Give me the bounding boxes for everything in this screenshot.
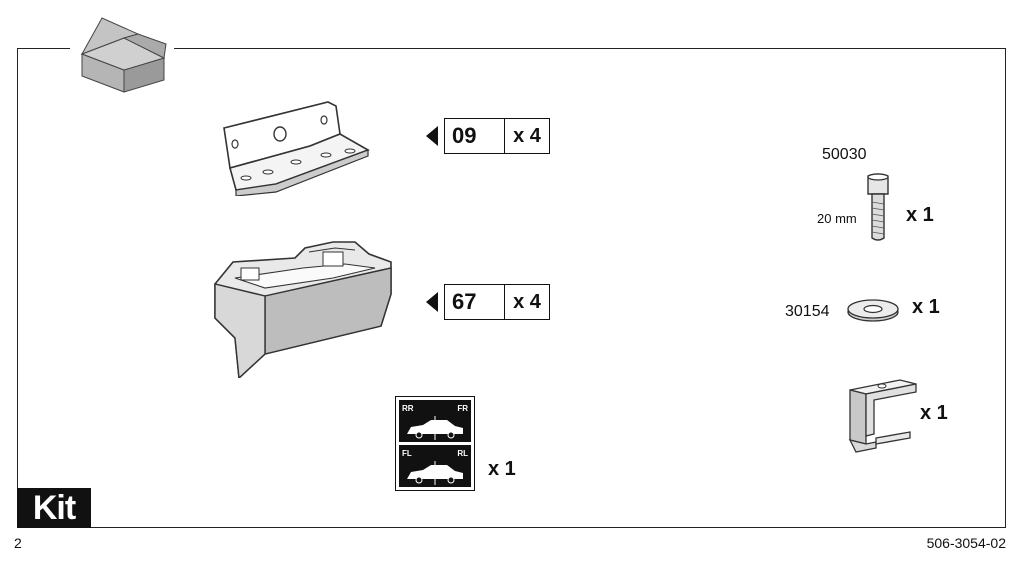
ref-number: 67 [445,285,505,319]
ref-box-foot-pad: 67 x 4 [426,284,550,320]
car-icon [407,461,463,485]
bolt-length: 20 mm [817,211,857,226]
position-sticker: RR FR FL RL [395,396,475,491]
foot-pad-drawing [214,241,392,378]
document-number: 506-3054-02 [926,535,1006,551]
washer-part-number: 30154 [785,303,830,320]
bolt-quantity: x 1 [906,204,934,226]
pointer-arrow-icon [426,126,438,146]
sticker-front-rear: FL RL [399,445,471,487]
sticker-label-fl: FL [402,449,412,458]
bolt-drawing [867,173,889,241]
bracket-drawing [223,101,370,196]
sticker-label-fr: FR [457,404,468,413]
washer-quantity: x 1 [912,296,940,318]
page-number: 2 [14,535,22,551]
u-clip-quantity: x 1 [920,402,948,424]
pointer-arrow-icon [426,292,438,312]
washer-drawing [847,299,899,322]
sticker-quantity: x 1 [488,458,516,480]
sticker-label-rr: RR [402,404,414,413]
ref-box: 67 x 4 [444,284,550,320]
ref-box: 09 x 4 [444,118,550,154]
u-clip-drawing [848,379,917,453]
ref-box-bracket: 09 x 4 [426,118,550,154]
car-icon [407,416,463,440]
ref-quantity: x 4 [513,124,541,147]
bolt-part-number: 50030 [822,146,867,163]
kit-title: Kit [17,488,91,528]
ref-number: 09 [445,119,505,153]
ref-quantity: x 4 [513,290,541,313]
sticker-label-rl: RL [457,449,468,458]
package-box-icon [80,17,167,93]
sticker-rear-front: RR FR [399,400,471,442]
kit-frame [17,48,1006,528]
